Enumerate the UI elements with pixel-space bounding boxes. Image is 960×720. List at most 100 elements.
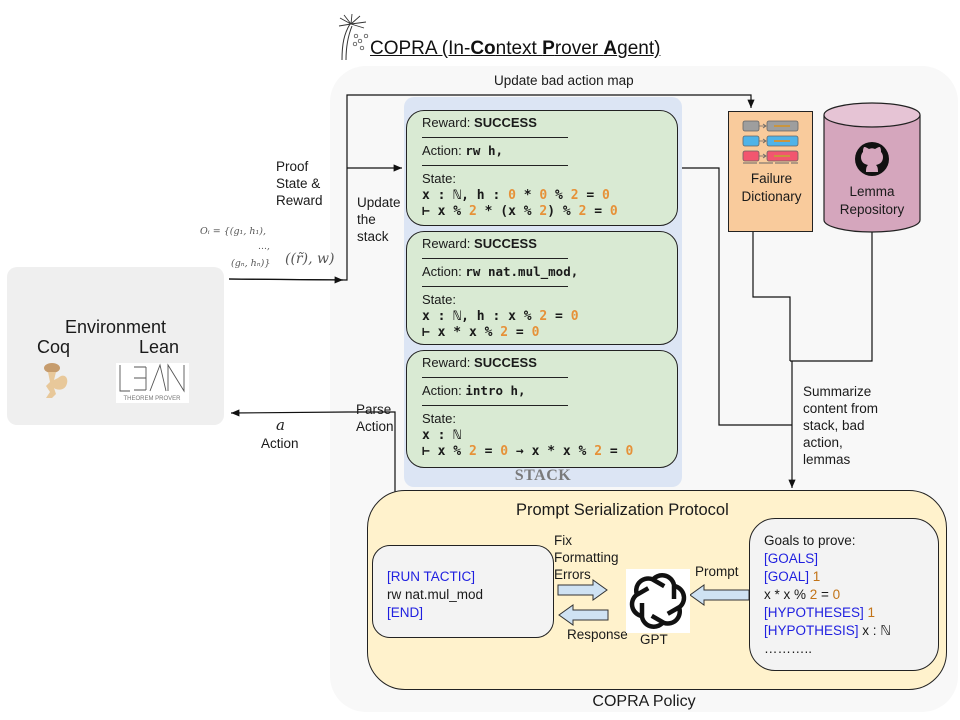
prompt-arrow (689, 584, 750, 606)
text-line: x * x % 2 = 0 (764, 586, 938, 604)
text-token: 1 (867, 605, 876, 620)
text-token: x : ℕ (862, 623, 892, 638)
text-token: ……….. (764, 641, 813, 656)
state-token: x : ℕ, h : (422, 188, 509, 203)
update-bad-action-map-label: Update bad action map (494, 73, 634, 88)
state-token: 0 (570, 309, 579, 324)
text-token: [HYPOTHESES] (764, 605, 868, 620)
text-line: [RUN TACTIC] (387, 568, 553, 586)
fix-formatting-arrow (557, 579, 608, 601)
copra-policy-label: COPRA Policy (592, 693, 696, 710)
prompt-serialization-protocol: Prompt Serialization Protocol [RUN TACTI… (367, 490, 947, 690)
text-token: rw nat.mul_mod (387, 587, 484, 602)
environment-title: Environment (64, 317, 167, 337)
divider (422, 405, 568, 406)
dictionary-arrow (759, 153, 767, 159)
stack-title: STACK (514, 467, 572, 484)
title-part: Co (470, 38, 496, 59)
state-label: State: (422, 292, 456, 307)
divider (422, 286, 568, 287)
state-token: ) % (547, 204, 579, 219)
divider (422, 165, 568, 166)
lemma-repository-label-2: Repository (840, 202, 905, 217)
state-token: 0 (531, 325, 540, 340)
svg-text:THEOREM PROVER: THEOREM PROVER (123, 396, 181, 402)
gpt-logo-icon (626, 569, 690, 633)
state-token: 0 (625, 444, 634, 459)
reward-value: SUCCESS (474, 236, 537, 251)
state-line: ⊢ x % 2 = 0 → x * x % 2 = 0 (422, 444, 677, 460)
prompt-label: Prompt (695, 564, 739, 579)
reward-math: ((r̃), w) (285, 251, 335, 267)
lean-logo-icon: THEOREM PROVER (116, 363, 189, 403)
state-token: 2 (500, 325, 509, 340)
state-token: 0 (602, 188, 610, 203)
state-token: = (508, 325, 532, 340)
text-token: [HYPOTHESIS] (764, 623, 863, 638)
action-label: Action (261, 436, 299, 451)
text-line: rw nat.mul_mod (387, 586, 553, 604)
response-arrow (558, 604, 609, 626)
state-token: 0 (500, 444, 509, 459)
observation-math-dots: …, (258, 242, 270, 252)
text-token: 1 (812, 569, 821, 584)
title-part: P (542, 38, 555, 59)
state-token: ⊢ x % (422, 444, 469, 459)
state-line: x : ℕ (422, 428, 677, 444)
github-icon (855, 142, 889, 176)
lemma-repository: Lemma Repository (823, 102, 921, 233)
dictionary-arrow (759, 123, 767, 129)
dictionary-key (742, 135, 760, 147)
action-row: Action: rw h, (422, 143, 504, 158)
dictionary-arrow (759, 138, 767, 144)
reward-value: SUCCESS (474, 355, 537, 370)
observation-math-1: Oᵢ = {(g₁, h₁), (200, 226, 267, 237)
title-part: A (603, 38, 618, 59)
text-line: [END] (387, 604, 553, 622)
text-line: ……….. (764, 640, 938, 658)
state-token: 0 (609, 204, 618, 219)
action-value: rw h, (465, 143, 504, 158)
state-token: = (547, 309, 571, 324)
text-token: [END] (387, 605, 424, 620)
reward-row: Reward: SUCCESS (422, 355, 537, 370)
text-token: 2 (809, 587, 818, 602)
state-token: 0 (508, 188, 516, 203)
text-line: [GOALS] (764, 550, 938, 568)
reward-row: Reward: SUCCESS (422, 236, 537, 251)
state-line: ⊢ x * x % 2 = 0 (422, 325, 677, 341)
state-token: ⊢ x * x % (422, 325, 501, 340)
state-token: * (x % (476, 204, 540, 219)
text-token: = (817, 587, 833, 602)
state-token: 2 (594, 444, 603, 459)
lemma-repository-label-1: Lemma (849, 184, 895, 199)
state-line: ⊢ x % 2 * (x % 2) % 2 = 0 (422, 204, 677, 220)
state-token: 2 (578, 204, 587, 219)
divider (422, 137, 568, 138)
palm-tree-icon (338, 14, 369, 60)
state-label: State: (422, 411, 456, 426)
response-label: Response (567, 627, 628, 642)
state-token: 2 (539, 204, 548, 219)
action-symbol: a (276, 416, 285, 434)
state-token: 2 (468, 444, 477, 459)
text-line: [HYPOTHESES] 1 (764, 604, 938, 622)
response-box: [RUN TACTIC]rw nat.mul_mod [END] (372, 545, 554, 638)
state-token: 2 (570, 188, 579, 203)
environment-box: Environment Coq Lean THEOREM PROVER (7, 267, 224, 425)
state-label: State: (422, 171, 456, 186)
state-token: = (602, 444, 626, 459)
state-line: x : ℕ, h : 0 * 0 % 2 = 0 (422, 188, 677, 204)
text-token: [GOALS] (764, 551, 819, 566)
divider (422, 377, 568, 378)
state-token: 2 (468, 204, 477, 219)
text-token: 0 (832, 587, 841, 602)
